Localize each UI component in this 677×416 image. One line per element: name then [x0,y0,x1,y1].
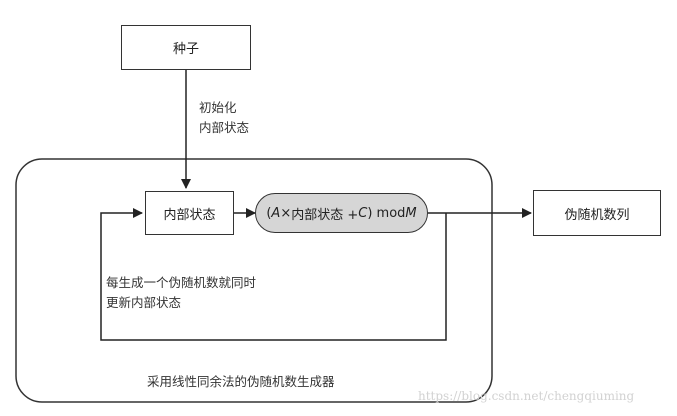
seed-box: 种子 [121,25,251,70]
seed-label: 种子 [172,42,199,57]
container-caption: 采用线性同余法的伪随机数生成器 [147,374,335,389]
generator-container [15,158,493,403]
internal-state-label: 内部状态 [163,207,216,223]
lcg-formula: (A × 内部状态 + C) mod M [255,193,428,233]
output-label: 伪随机数列 [564,207,630,223]
watermark: https://blog.csdn.net/chengqiuming [418,389,635,403]
init-label: 初始化 内部状态 [199,100,250,135]
update-label: 每生成一个伪随机数就同时 更新内部状态 [106,275,257,310]
internal-state-box: 内部状态 [145,191,234,235]
output-box: 伪随机数列 [533,190,661,236]
feedback-loop-arrow [100,208,447,341]
